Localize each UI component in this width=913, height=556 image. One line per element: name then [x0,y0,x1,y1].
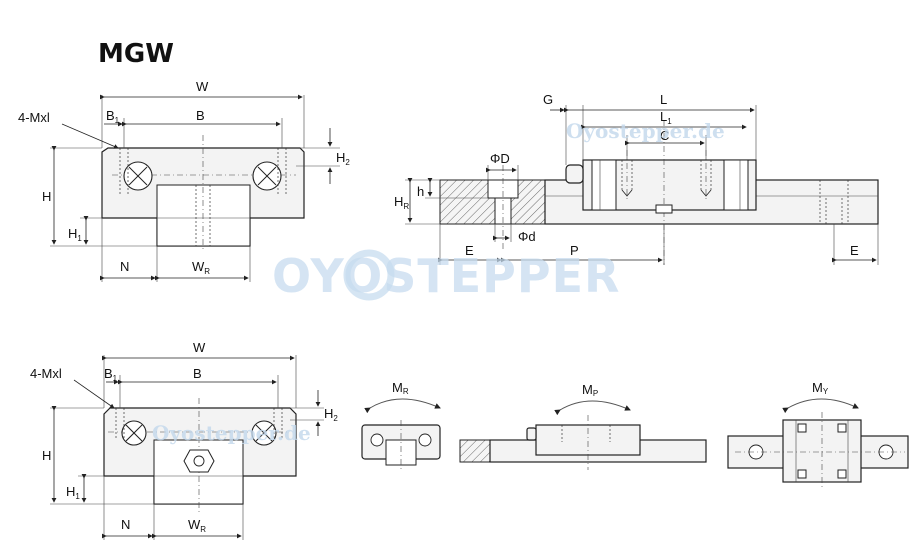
watermark-small-bottom: Oyostepper.de [152,421,311,445]
moment-my-diagram: MY [727,380,909,490]
moment-mp-diagram: MP [459,382,707,470]
svg-text:WR: WR [192,259,210,276]
ball-right-lower [251,420,277,446]
dim-phi-d-large: ΦD [490,151,510,166]
dim-wr-upper-sub: R [204,267,210,276]
dim-w-upper: W [196,79,209,94]
dim-h1-upper: H [68,226,77,241]
dim-h-upper: H [42,189,51,204]
label-my: M [812,380,823,395]
dim-wr-lower-sub: R [200,525,206,534]
dim-n-upper: N [120,259,129,274]
label-mp: M [582,382,593,397]
dim-phi-d-small: Φd [518,229,536,244]
dim-b1-lower: B [104,366,113,381]
dim-h2-lower-sub: 2 [333,414,338,423]
label-mxl-upper: 4-Mxl [18,110,50,125]
dim-c: C [660,128,669,143]
svg-text:HR: HR [394,194,409,211]
watermark-logo: OYOSTEPPER [272,249,620,303]
dim-e-right: E [850,243,859,258]
dim-b1-upper-sub: 1 [115,116,120,125]
svg-text:H2: H2 [336,150,350,167]
svg-text:L1: L1 [660,109,672,126]
dim-hr: H [394,194,403,209]
ball-right [252,161,282,191]
watermark-small-top: Oyostepper.de [566,119,725,143]
ball-left [123,161,153,191]
dim-l: L [660,92,667,107]
label-mxl-lower: 4-Mxl [30,366,62,381]
ball-left-lower [121,420,147,446]
label-my-sub: Y [823,387,829,396]
svg-text:MP: MP [582,382,598,398]
watermark-large: OYOSTEPPER [272,249,620,303]
label-mp-sub: P [593,389,598,398]
front-view-upper: W B1 B 4-Mxl H H1 H2 N WR [18,79,350,282]
dim-b1-lower-sub: 1 [113,374,118,383]
dim-l1: L [660,109,667,124]
dim-wr-upper: W [192,259,205,274]
svg-text:H1: H1 [66,484,80,501]
dim-g: G [543,92,553,107]
svg-text:WR: WR [188,517,206,534]
front-view-lower: W B1 B 4-Mxl H H1 H2 N WR [30,340,338,540]
dim-b1-upper: B [106,108,115,123]
svg-text:H1: H1 [68,226,82,243]
svg-text:MR: MR [392,380,409,396]
dim-h-lower: H [42,448,51,463]
dim-l1-sub: 1 [667,117,672,126]
side-view: G L L1 C ΦD Φd HR h [394,92,879,265]
dim-e-left: E [465,243,474,258]
dim-h1-lower: H [66,484,75,499]
dim-p: P [570,243,579,258]
label-mr: M [392,380,403,395]
svg-text:MY: MY [812,380,829,396]
dim-h2-lower: H [324,406,333,421]
moment-mr-diagram: MR [361,380,441,470]
dim-b-lower: B [193,366,202,381]
dim-w-lower: W [193,340,206,355]
dim-h-small: h [417,184,424,199]
dim-hr-sub: R [403,202,409,211]
dim-h1-upper-sub: 1 [77,234,82,243]
svg-text:B1: B1 [106,108,120,125]
svg-text:H2: H2 [324,406,338,423]
dim-h1-lower-sub: 1 [75,492,80,501]
dim-h2-upper: H [336,150,345,165]
dim-wr-lower: W [188,517,201,532]
dim-b-upper: B [196,108,205,123]
dim-h2-upper-sub: 2 [345,158,350,167]
svg-text:B1: B1 [104,366,118,383]
dim-n-lower: N [121,517,130,532]
drawing-title: MGW [98,39,174,69]
label-mr-sub: R [403,387,409,396]
